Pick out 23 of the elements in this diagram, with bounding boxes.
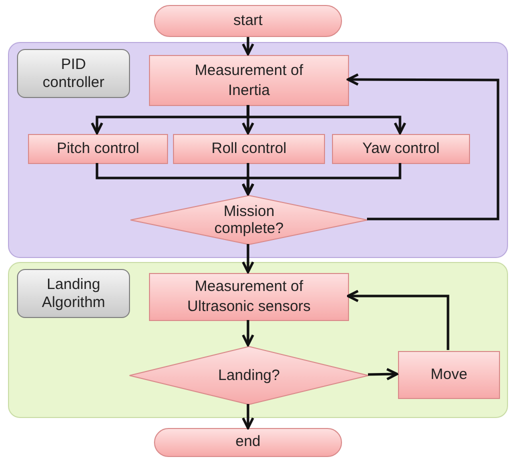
flow-arrow	[242, 163, 402, 196]
flow-arrow	[242, 244, 254, 274]
process-box: Move	[398, 351, 500, 399]
section-panel	[8, 262, 508, 418]
process-box: Measurement of Ultrasonic sensors	[149, 273, 349, 321]
terminal-pill: start	[154, 5, 342, 37]
flow-arrow	[246, 105, 406, 134]
process-box: Pitch control	[28, 134, 168, 164]
terminal-pill: end	[154, 428, 342, 457]
flow-arrow	[242, 404, 254, 430]
flow-arrow	[368, 368, 398, 380]
decision-diamond: Landing?	[129, 346, 369, 405]
process-box: Measurement of Inertia	[149, 55, 349, 106]
flow-arrow	[346, 73, 500, 220]
section-panel	[8, 42, 508, 258]
process-box: Roll control	[173, 134, 325, 164]
flow-arrow	[346, 290, 450, 350]
process-box: Yaw control	[332, 134, 470, 164]
decision-diamond: Mission complete?	[130, 195, 368, 245]
section-label: PID controller	[17, 49, 130, 98]
flow-arrow	[242, 37, 254, 56]
flow-arrow	[242, 320, 254, 346]
section-label: Landing Algorithm	[17, 269, 130, 318]
